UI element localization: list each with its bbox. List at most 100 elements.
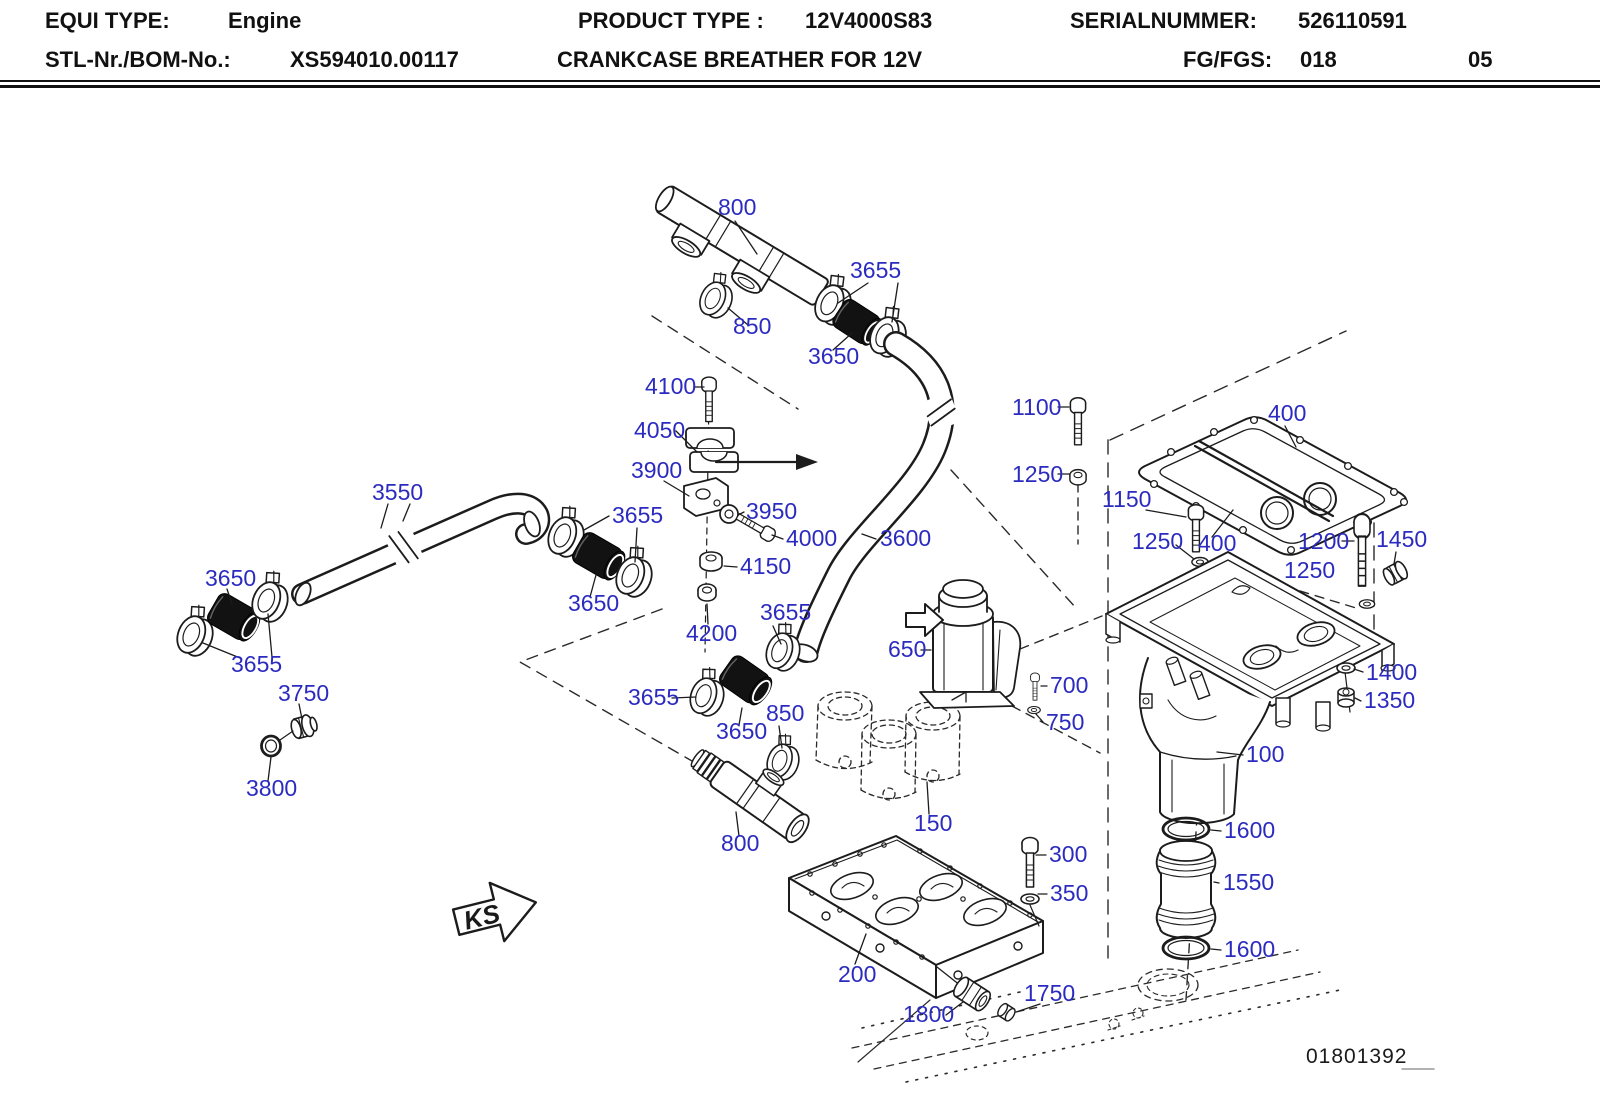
serial-number-value: 526110591 [1298,8,1407,33]
part-seal-ring-3800 [260,730,294,758]
part-label-3600-4[interactable]: 3600 [880,525,931,551]
header-rule-thick [0,85,1600,88]
part-label-3655-2[interactable]: 3655 [850,257,901,283]
part-label-700-25[interactable]: 700 [1050,672,1088,698]
part-label-3655-16[interactable]: 3655 [231,651,282,677]
leader-lines [202,220,1397,1016]
part-label-400-37[interactable]: 400 [1268,400,1306,426]
product-type-label: PRODUCT TYPE : [578,8,764,33]
part-label-100-44[interactable]: 100 [1246,741,1284,767]
part-label-1100-33[interactable]: 1100 [1012,394,1061,420]
part-plug-1350 [1337,687,1355,708]
crankcase-plane-dashed [851,949,1341,1083]
product-type-value: 12V4000S83 [805,8,933,33]
part-washer-1250c [1358,599,1376,609]
part-label-3655-12[interactable]: 3655 [612,502,663,528]
equi-type-label: EQUI TYPE: [45,8,170,33]
part-label-1600-45[interactable]: 1600 [1224,817,1275,843]
part-label-800-23[interactable]: 800 [721,830,759,856]
part-housing-100 [1105,551,1396,825]
part-label-3650-3[interactable]: 3650 [808,343,859,369]
part-label-1250-34[interactable]: 1250 [1012,461,1063,487]
part-number-callouts: 800 850 3655 3650 3600 4100 4050 3900 3950400041… [205,194,1427,1027]
pipe-break-mark [384,525,424,569]
figure-number: 01801392 [1306,1045,1407,1068]
part-washer-350 [1020,893,1040,905]
bolt-300-axis [1029,904,1040,927]
part-label-3650-21[interactable]: 3650 [716,718,767,744]
part-label-800-0[interactable]: 800 [718,194,756,220]
header-rule-thin [0,80,1600,82]
part-label-3650-13[interactable]: 3650 [568,590,619,616]
part-label-200-30[interactable]: 200 [838,961,876,987]
part-label-1350-43[interactable]: 1350 [1364,687,1415,713]
part-plug-1750 [997,1002,1016,1022]
fg-fgs-label: FG/FGS: [1183,47,1273,72]
fg-fgs-value: 018 [1300,47,1337,72]
part-plug-1450 [1382,560,1409,586]
part-nut-1250a [1069,468,1087,486]
part-label-400-38[interactable]: 400 [1198,530,1236,556]
part-label-1250-41[interactable]: 1250 [1284,557,1335,583]
part-coupling-1550 [1155,840,1217,939]
part-label-3650-15[interactable]: 3650 [205,565,256,591]
part-label-3750-17[interactable]: 3750 [278,680,329,706]
part-label-1400-42[interactable]: 1400 [1366,659,1417,685]
construction-dashed-lines [519,315,1375,1001]
part-label-850-22[interactable]: 850 [766,700,804,726]
part-label-1150-35[interactable]: 1150 [1102,486,1151,512]
part-label-3800-18[interactable]: 3800 [246,775,297,801]
part-nut-4150 [699,551,723,572]
part-oring-1600a [1161,816,1211,842]
part-label-350-29[interactable]: 350 [1050,880,1088,906]
part-valve-650 [919,579,1022,709]
fastener-column [683,376,779,653]
equi-type-value: Engine [228,8,302,33]
part-label-4150-10[interactable]: 4150 [740,553,791,579]
part-coupling-1800 [952,976,992,1012]
hose-break-mark [921,391,961,433]
ks-direction-arrow: KS [451,881,538,943]
part-label-4100-5[interactable]: 4100 [645,373,696,399]
part-pipe-3550 [291,492,551,607]
part-oring-1600b [1161,935,1211,961]
part-label-3655-20[interactable]: 3655 [628,684,679,710]
part-label-1200-39[interactable]: 1200 [1298,528,1349,554]
part-label-3550-14[interactable]: 3550 [372,479,423,505]
part-label-650-24[interactable]: 650 [888,636,926,662]
sheet-number: 05 [1468,47,1493,72]
part-label-3950-8[interactable]: 3950 [746,498,797,524]
part-label-1250-36[interactable]: 1250 [1132,528,1183,554]
part-label-850-1[interactable]: 850 [733,313,771,339]
part-connector-800 [690,749,810,844]
part-label-1750-32[interactable]: 1750 [1024,980,1075,1006]
part-hose-3600 [791,331,961,663]
part-label-1800-31[interactable]: 1800 [903,1001,954,1027]
part-washer-1400 [1336,662,1356,674]
bom-number-label: STL-Nr./BOM-No.: [45,47,231,72]
flow-direction-arrow [905,603,944,637]
part-plug-3750 [290,714,318,740]
part-label-4000-9[interactable]: 4000 [786,525,837,551]
part-label-1600-47[interactable]: 1600 [1224,936,1275,962]
part-label-4200-11[interactable]: 4200 [686,620,737,646]
part-label-1550-46[interactable]: 1550 [1223,869,1274,895]
part-washer-750 [1027,705,1041,715]
part-label-300-28[interactable]: 300 [1049,841,1087,867]
part-label-3655-19[interactable]: 3655 [760,599,811,625]
assembly-arrow [714,454,818,470]
part-bolt-1100 [1069,397,1087,446]
part-bolt-1200 [1352,512,1372,587]
serial-number-label: SERIALNUMMER: [1070,8,1257,33]
part-bolt-700 [1030,672,1040,701]
part-label-4050-6[interactable]: 4050 [634,417,685,443]
part-label-3900-7[interactable]: 3900 [631,457,682,483]
engine-manifold-dashed [815,691,961,801]
page-title: CRANKCASE BREATHER FOR 12V [557,47,923,72]
part-label-150-27[interactable]: 150 [914,810,952,836]
part-tpipe-800 [654,185,829,306]
part-label-750-26[interactable]: 750 [1046,709,1084,735]
part-label-1450-40[interactable]: 1450 [1376,526,1427,552]
